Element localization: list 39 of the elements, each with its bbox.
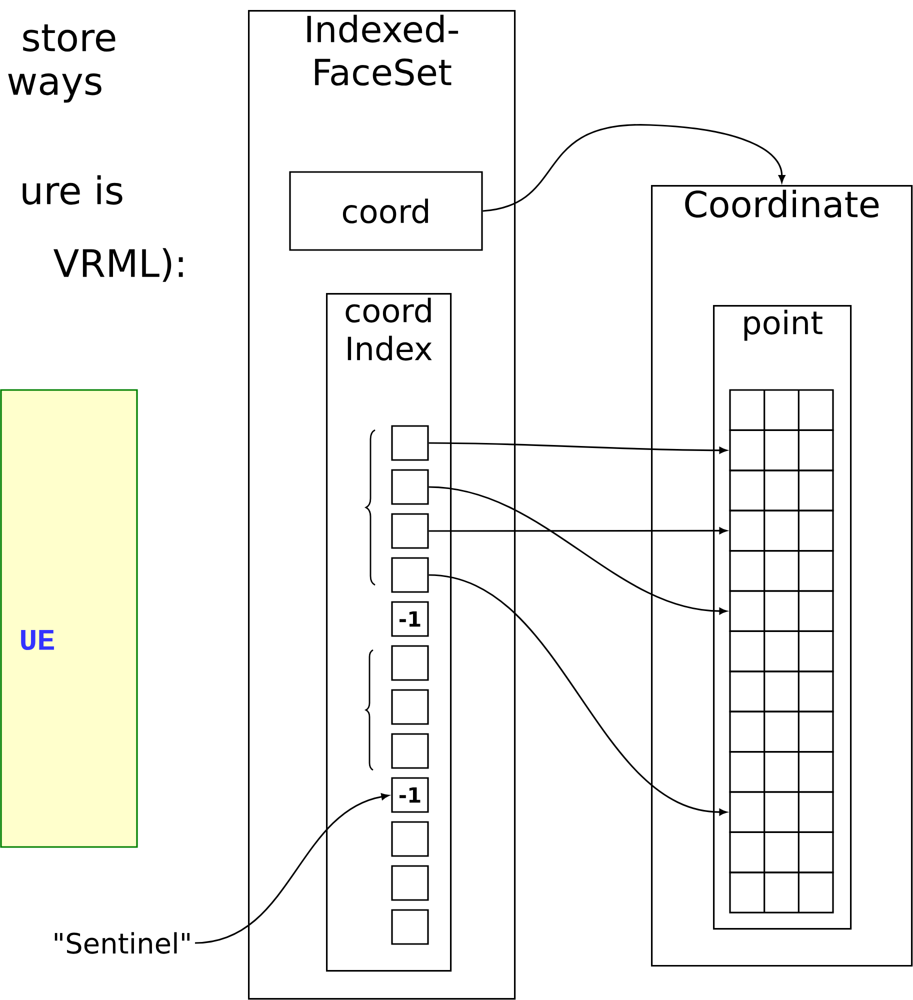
text-fragment: store (23, 24, 116, 52)
index-cell (391, 865, 429, 901)
point-row (729, 590, 834, 632)
field-box: coord (289, 171, 483, 251)
index-cell (391, 425, 429, 461)
index-cell (391, 909, 429, 945)
callout-text: "Sentinel" (54, 932, 190, 954)
text-fragment: ure is (22, 175, 122, 205)
arrow (482, 124, 786, 212)
code-box: UE (0, 389, 138, 848)
point-row (729, 791, 834, 833)
index-cell (391, 469, 429, 505)
point-row (729, 831, 834, 874)
index-cell: -1 (391, 601, 429, 637)
index-cell (391, 557, 429, 593)
point-row (729, 710, 834, 753)
point-row (729, 670, 834, 712)
container-box: point (713, 305, 852, 930)
arrow (428, 574, 727, 816)
point-row (729, 510, 834, 552)
arrow (428, 527, 727, 534)
index-cell (391, 821, 429, 857)
point-row (729, 389, 834, 431)
index-cell (391, 645, 429, 681)
point-row (729, 429, 834, 472)
point-row (729, 630, 834, 672)
point-row (729, 550, 834, 592)
point-row (729, 751, 834, 793)
point-row (729, 470, 834, 512)
point-row (729, 872, 834, 914)
arrow (428, 486, 727, 614)
index-cell (391, 513, 429, 549)
arrow (428, 442, 727, 454)
text-fragment: VRML): (54, 248, 183, 282)
text-fragment: ways (8, 73, 102, 103)
index-cell (391, 733, 429, 769)
index-cell (391, 689, 429, 725)
arrow (194, 793, 389, 944)
index-cell: -1 (391, 777, 429, 813)
